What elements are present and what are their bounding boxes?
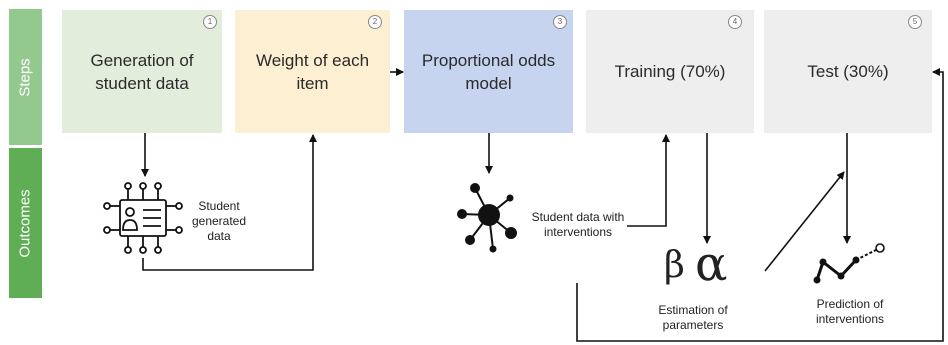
student-generated-data-label: Student generated data bbox=[191, 199, 247, 243]
steps-tab: Steps bbox=[9, 9, 42, 145]
step-label: Generation of student data bbox=[90, 50, 194, 93]
arrow-interventions-to-training bbox=[627, 134, 670, 227]
arrow-data-to-weight bbox=[142, 134, 317, 271]
network-icon bbox=[457, 183, 517, 253]
student-data-icon bbox=[103, 182, 183, 254]
step-label: Training (70%) bbox=[614, 62, 726, 81]
step-number: 5 bbox=[908, 15, 922, 29]
step-box-weight: 2 Weight of each item bbox=[235, 10, 390, 133]
arrow-loop-to-test bbox=[576, 68, 944, 342]
prediction-line-icon bbox=[813, 243, 885, 284]
step-label: Test (30%) bbox=[807, 62, 889, 81]
step-label: Proportional odds model bbox=[421, 50, 556, 93]
step-number: 4 bbox=[728, 15, 742, 29]
step-number: 1 bbox=[203, 15, 217, 29]
step-box-proportional-odds: 3 Proportional odds model bbox=[404, 10, 573, 133]
alpha-symbol: α bbox=[695, 236, 728, 292]
beta-symbol: β bbox=[664, 245, 685, 286]
outcomes-tab: Outcomes bbox=[9, 148, 42, 298]
student-interventions-label: Student data with interventions bbox=[531, 210, 625, 239]
prediction-interventions-label: Prediction of interventions bbox=[815, 297, 885, 326]
step-box-test: 5 Test (30%) bbox=[764, 10, 932, 133]
step-label: Weight of each item bbox=[255, 50, 370, 93]
step-number: 2 bbox=[368, 15, 382, 29]
step-number: 3 bbox=[553, 15, 567, 29]
arrow-parameters-to-test bbox=[764, 171, 845, 272]
estimation-parameters-label: Estimation of parameters bbox=[658, 303, 728, 332]
step-box-generation: 1 Generation of student data bbox=[62, 10, 222, 133]
step-box-training: 4 Training (70%) bbox=[586, 10, 754, 133]
